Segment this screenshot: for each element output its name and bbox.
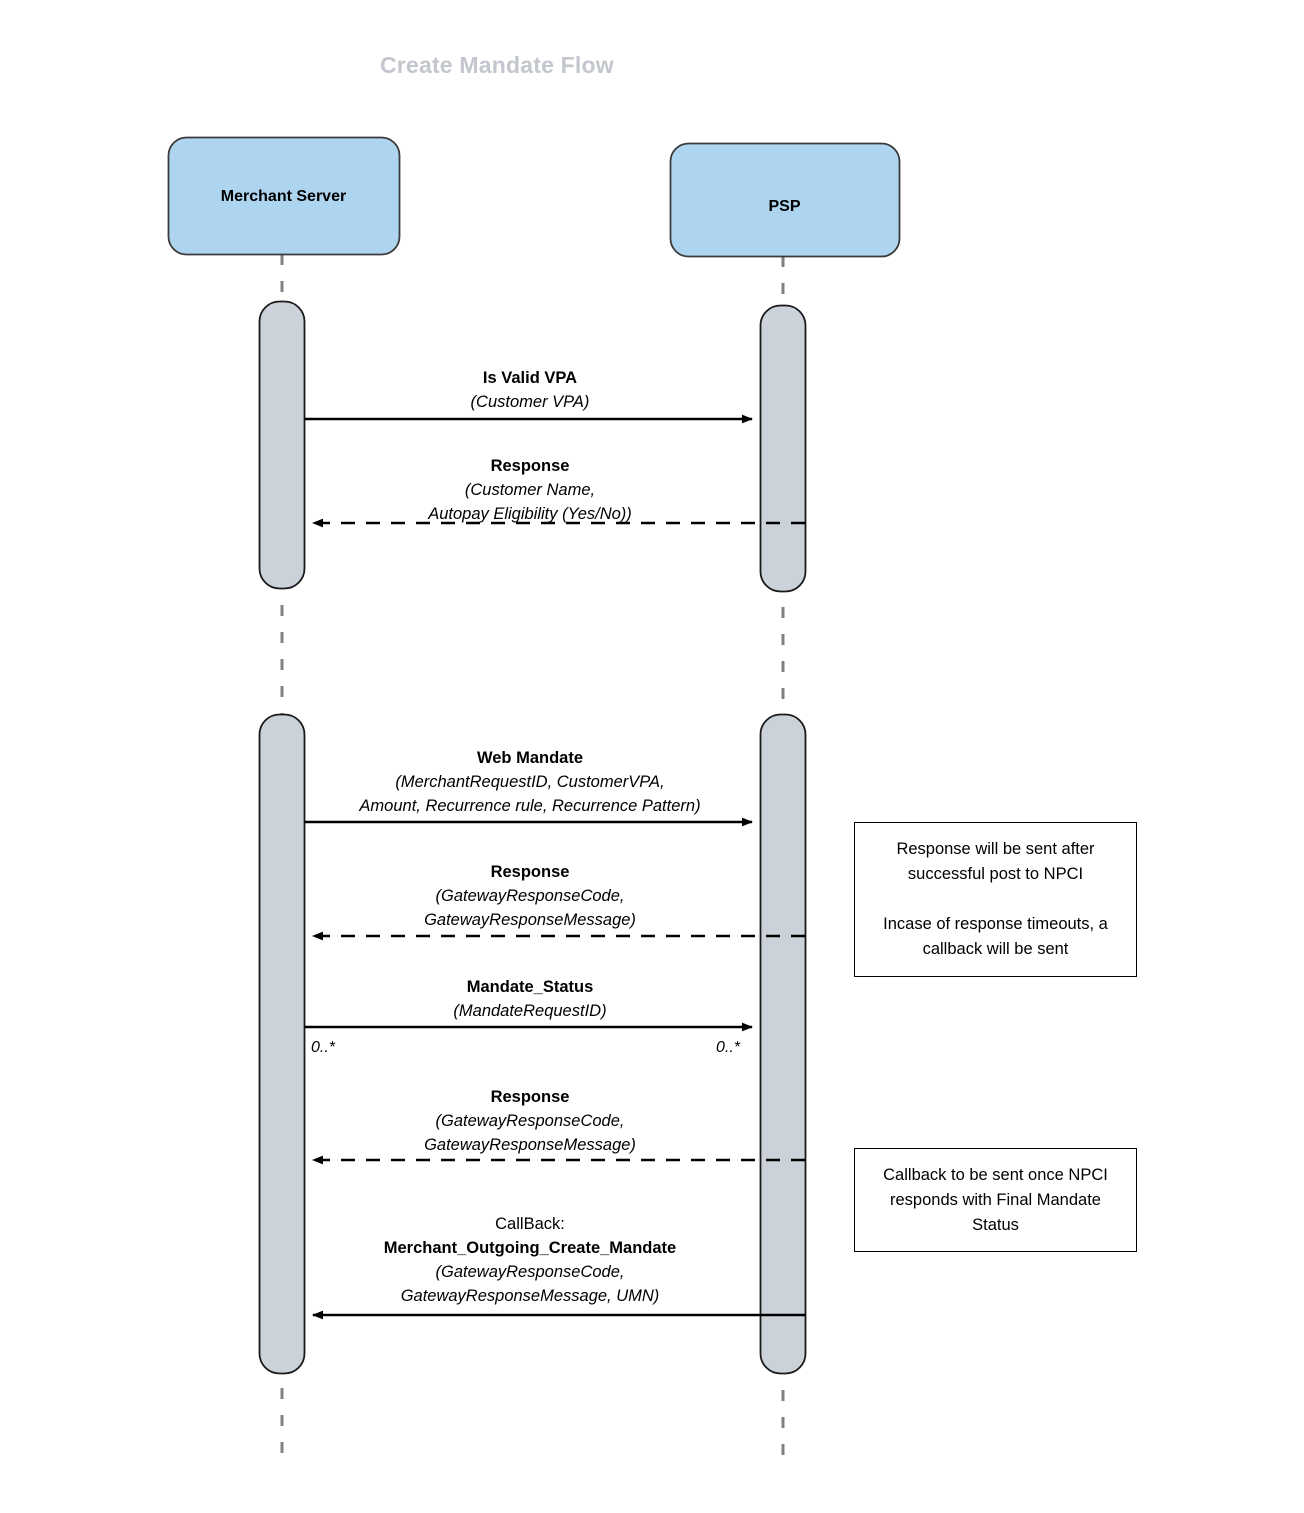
multiplicity-left: 0..* (311, 1039, 336, 1056)
message-label-mandate-status-response: Response (GatewayResponseCode, GatewayRe… (305, 1085, 755, 1157)
message-line: Web Mandate (476, 749, 584, 767)
message-label-mandate-status: Mandate_Status (MandateRequestID) (305, 975, 755, 1023)
note-paragraph: Incase of response timeouts, a callback … (883, 915, 1108, 958)
message-line: (Customer Name, (464, 481, 596, 499)
message-label-callback-merchant-outgoing-create-mandate: CallBack: Merchant_Outgoing_Create_Manda… (300, 1212, 760, 1308)
message-line: (MerchantRequestID, CustomerVPA, (395, 773, 665, 791)
message-line: Is Valid VPA (482, 369, 578, 387)
participant-box-merchant-server[interactable] (167, 136, 401, 256)
note-response-npci: Response will be sent after successful p… (854, 822, 1137, 977)
message-label-vpa-response: Response (Customer Name, Autopay Eligibi… (305, 454, 755, 526)
message-line: Response (490, 863, 570, 881)
participant-label-psp: PSP (768, 198, 801, 215)
message-line: Mandate_Status (466, 978, 594, 996)
message-line: (Customer VPA) (470, 393, 590, 411)
message-label-web-mandate-response: Response (GatewayResponseCode, GatewayRe… (305, 860, 755, 932)
message-label-web-mandate: Web Mandate (MerchantRequestID, Customer… (300, 746, 760, 818)
participant-box-psp[interactable] (669, 142, 901, 258)
page-title: Create Mandate Flow (380, 52, 614, 78)
activation-psp-2 (759, 713, 807, 1375)
multiplicity-right: 0..* (716, 1039, 741, 1056)
activation-merchant-server-1 (258, 300, 306, 590)
note-paragraph: Callback to be sent once NPCI responds w… (883, 1165, 1108, 1234)
message-line: (GatewayResponseCode, (435, 1263, 625, 1281)
message-line: GatewayResponseMessage) (424, 911, 636, 929)
message-line: (GatewayResponseCode, (435, 887, 625, 905)
message-line: GatewayResponseMessage) (424, 1136, 636, 1154)
message-label-is-valid-vpa: Is Valid VPA (Customer VPA) (305, 366, 755, 414)
message-line: Merchant_Outgoing_Create_Mandate (383, 1239, 677, 1257)
participant-label-merchant-server: Merchant Server (220, 188, 347, 205)
activation-merchant-server-2 (258, 713, 306, 1375)
note-paragraph: Response will be sent after successful p… (896, 840, 1095, 883)
message-line: Amount, Recurrence rule, Recurrence Patt… (359, 797, 701, 815)
message-line: Autopay Eligibility (Yes/No)) (428, 505, 632, 523)
message-line: Response (490, 1088, 570, 1106)
message-line: CallBack: (495, 1215, 565, 1233)
activation-psp-1 (759, 304, 807, 593)
message-line: GatewayResponseMessage, UMN) (400, 1287, 660, 1305)
note-callback-final-status: Callback to be sent once NPCI responds w… (854, 1148, 1137, 1252)
message-line: Response (490, 457, 570, 475)
message-line: (MandateRequestID) (453, 1002, 607, 1020)
message-line: (GatewayResponseCode, (435, 1112, 625, 1130)
